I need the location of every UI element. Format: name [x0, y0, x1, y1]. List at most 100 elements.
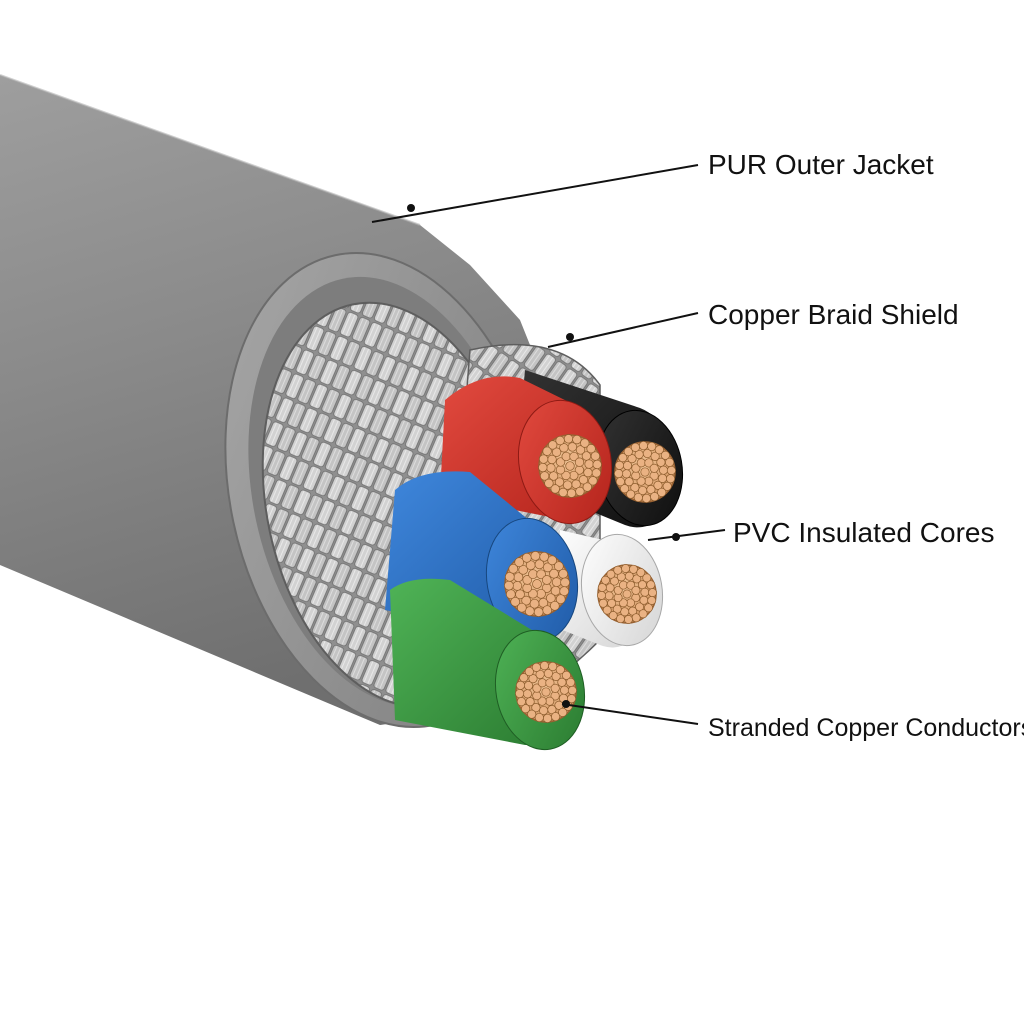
copper-strands	[504, 434, 676, 723]
copper-strand	[547, 555, 558, 566]
copper-strand	[665, 457, 675, 467]
label-braid-shield: Copper Braid Shield	[708, 299, 959, 330]
copper-strand	[553, 561, 564, 572]
copper-strand	[524, 606, 535, 617]
copper-strand	[644, 476, 654, 486]
copper-strand	[541, 575, 552, 585]
copper-strand	[563, 434, 574, 444]
copper-strand	[566, 677, 576, 687]
copper-strand	[650, 451, 660, 461]
copper-strand	[590, 451, 601, 461]
copper-strand	[635, 602, 644, 612]
copper-strand	[597, 583, 607, 592]
copper-strand	[602, 605, 612, 615]
copper-strand	[548, 440, 558, 450]
copper-strand	[666, 465, 676, 476]
copper-strand	[591, 468, 602, 478]
copper-strand	[581, 451, 592, 461]
copper-strand	[521, 595, 532, 606]
copper-strand	[539, 471, 550, 481]
copper-strand	[551, 671, 561, 681]
copper-strand	[515, 680, 526, 690]
copper-strand	[597, 590, 606, 600]
copper-strand	[531, 662, 541, 672]
callout-outer-jacket: PUR Outer Jacket	[371, 149, 934, 223]
copper-strand	[551, 447, 562, 457]
copper-strand	[631, 463, 641, 473]
copper-strand	[528, 569, 538, 580]
copper-strand	[522, 583, 533, 593]
copper-strand	[632, 574, 642, 584]
copper-strand	[561, 670, 571, 680]
copper-strand	[555, 594, 566, 605]
copper-strand	[647, 596, 657, 605]
copper-strand	[561, 470, 571, 481]
copper-strand	[631, 471, 641, 481]
copper-strand	[569, 451, 579, 462]
copper-strand	[658, 465, 669, 475]
copper-strand	[636, 568, 646, 577]
copper-strand	[644, 603, 653, 613]
copper-strand	[639, 595, 649, 605]
copper-strand	[606, 569, 616, 579]
copper-strand	[648, 588, 657, 598]
copper-strand	[538, 462, 548, 473]
copper-strand	[522, 689, 533, 699]
copper-strand	[550, 585, 561, 596]
copper-strand	[508, 563, 519, 574]
copper-strand	[569, 470, 579, 481]
copper-strand	[649, 463, 659, 473]
copper-strand	[662, 481, 672, 491]
copper-strand	[630, 442, 640, 452]
copper-strand	[558, 568, 569, 579]
copper-strand	[574, 457, 585, 467]
copper-strand	[640, 467, 650, 477]
copper-strand	[565, 461, 575, 471]
copper-strand	[532, 683, 542, 693]
copper-strand	[588, 476, 598, 486]
leader-line	[547, 312, 699, 348]
copper-strand	[608, 611, 618, 620]
copper-strand	[529, 598, 540, 609]
copper-strand	[636, 476, 646, 486]
copper-strand	[660, 450, 670, 460]
copper-strand	[545, 696, 555, 706]
copper-strand	[614, 460, 625, 470]
copper-strand	[638, 609, 648, 619]
leader-dot	[407, 204, 415, 212]
copper-strand	[654, 445, 664, 455]
copper-strand	[644, 458, 654, 468]
copper-strand	[534, 559, 545, 570]
copper-strand	[545, 678, 555, 688]
copper-strand	[566, 488, 577, 498]
copper-strand	[545, 593, 556, 604]
leader-line	[561, 703, 699, 725]
copper-strand	[539, 661, 550, 671]
callout-braid-shield: Copper Braid Shield	[547, 299, 959, 348]
copper-strand	[528, 674, 538, 684]
copper-strand	[618, 598, 628, 608]
copper-strand	[621, 564, 631, 573]
leader-dot	[672, 533, 680, 541]
copper-strand	[531, 703, 541, 713]
copper-strand	[558, 707, 568, 717]
copper-strand	[657, 473, 668, 483]
copper-strand	[567, 442, 578, 452]
copper-strand	[505, 589, 516, 600]
copper-strand	[544, 478, 554, 488]
copper-strand	[616, 614, 625, 624]
copper-strand	[636, 458, 646, 468]
copper-strand	[542, 713, 553, 723]
copper-strand	[515, 688, 525, 699]
copper-strand	[542, 562, 553, 573]
copper-strand	[550, 683, 560, 693]
copper-strand	[586, 444, 596, 454]
copper-strand	[592, 459, 602, 470]
copper-strand	[618, 453, 628, 463]
copper-strand	[558, 487, 568, 498]
copper-strand	[626, 580, 636, 590]
copper-strand	[534, 712, 544, 723]
copper-strand	[528, 588, 538, 599]
